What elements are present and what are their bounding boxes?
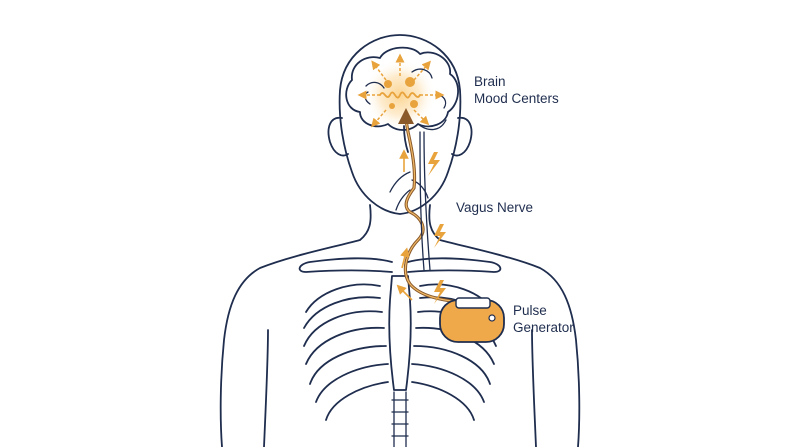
- cerebellum: [417, 119, 447, 131]
- brain-fold-3: [435, 95, 447, 109]
- radiating-arrows: [357, 53, 445, 128]
- arrow-icon: [400, 247, 410, 269]
- brain-fold-1: [365, 81, 385, 89]
- brain-label: Brain Mood Centers: [474, 73, 559, 107]
- pulse-generator-header: [455, 297, 491, 309]
- torso-left: [219, 204, 372, 447]
- activity-node-4: [389, 103, 395, 109]
- left-clavicle: [298, 257, 393, 273]
- arrow-icon: [396, 284, 413, 301]
- pulse-generator-label: Pulse Generator: [513, 302, 574, 336]
- brain-label-line1: Brain: [474, 74, 506, 89]
- arrow-icon: [371, 60, 387, 81]
- lightning-bolt-icon: [434, 280, 446, 304]
- vagus-nerve-line: [423, 131, 431, 271]
- arrow-icon: [371, 109, 387, 128]
- pulse-label-line2: Generator: [513, 320, 574, 335]
- right-arm-inner: [531, 329, 537, 447]
- pulse-label-line1: Pulse: [513, 303, 547, 318]
- pulse-generator-port: [488, 314, 496, 322]
- arrow-icon: [413, 60, 431, 81]
- vagus-branches: [389, 171, 429, 211]
- activity-node-2: [405, 77, 415, 87]
- torso-right: [428, 204, 581, 447]
- left-ear: [327, 116, 349, 157]
- sternum: [388, 275, 412, 391]
- lightning-bolt-icon: [434, 224, 446, 248]
- left-arm-inner: [263, 329, 269, 447]
- lead-arrow-icon: [398, 108, 414, 124]
- vagus-label: Vagus Nerve: [456, 200, 534, 215]
- vagus-nerve-line-2: [419, 131, 425, 271]
- right-clavicle: [407, 257, 502, 273]
- activity-node-1: [384, 80, 392, 88]
- brain-outline: [345, 46, 459, 131]
- brain-label-line2: Mood Centers: [474, 91, 559, 106]
- spine: [391, 391, 409, 447]
- arrow-icon: [413, 109, 430, 126]
- brain-wave: [379, 91, 421, 99]
- head-outline: [338, 34, 462, 215]
- lightning-bolt-icon: [428, 152, 440, 176]
- activity-node-3: [410, 100, 418, 108]
- signal-arrows: [396, 149, 413, 301]
- right-ear: [451, 116, 473, 157]
